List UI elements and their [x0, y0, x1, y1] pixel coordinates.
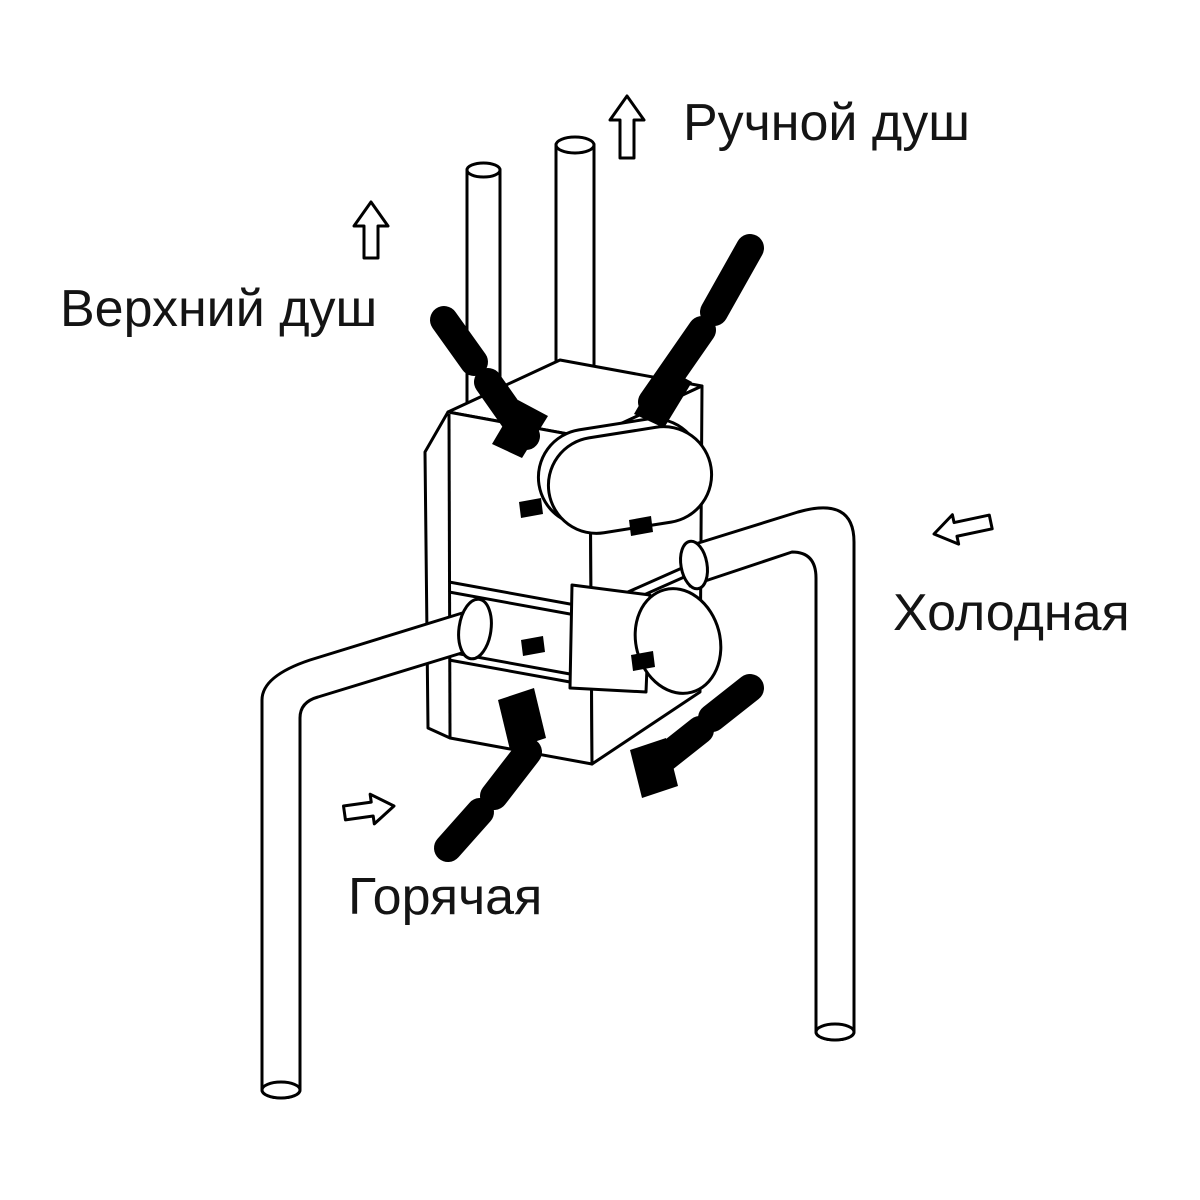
hand-shower-outlet-pipe	[554, 135, 596, 389]
hand-shower-flow-arrow-icon	[608, 94, 646, 160]
cross-handle-bottom	[434, 674, 764, 862]
hot-pipe-valve-joint	[457, 597, 493, 661]
label-overhead-shower: Верхний душ	[60, 280, 377, 338]
cold-water-flow-arrow-icon	[932, 513, 994, 546]
label-cold-water: Холодная	[893, 584, 1130, 642]
label-hand-shower: Ручной душ	[683, 94, 970, 152]
overhead-shower-flow-arrow-icon	[352, 200, 390, 260]
cold-water-inlet-pipe	[679, 506, 856, 1042]
hot-pipe-open-end	[260, 1080, 302, 1100]
handle-arm-lower-left	[434, 738, 542, 862]
mounting-tabs	[519, 498, 655, 671]
diverter-cartridge	[568, 583, 723, 695]
hot-water-flow-arrow-icon	[342, 792, 396, 826]
cold-pipe-open-end	[814, 1022, 856, 1042]
cross-handle-top	[430, 234, 764, 458]
label-hot-water: Горячая	[348, 868, 542, 926]
cold-pipe-valve-joint	[679, 539, 709, 591]
hot-water-inlet-pipe	[260, 597, 493, 1100]
